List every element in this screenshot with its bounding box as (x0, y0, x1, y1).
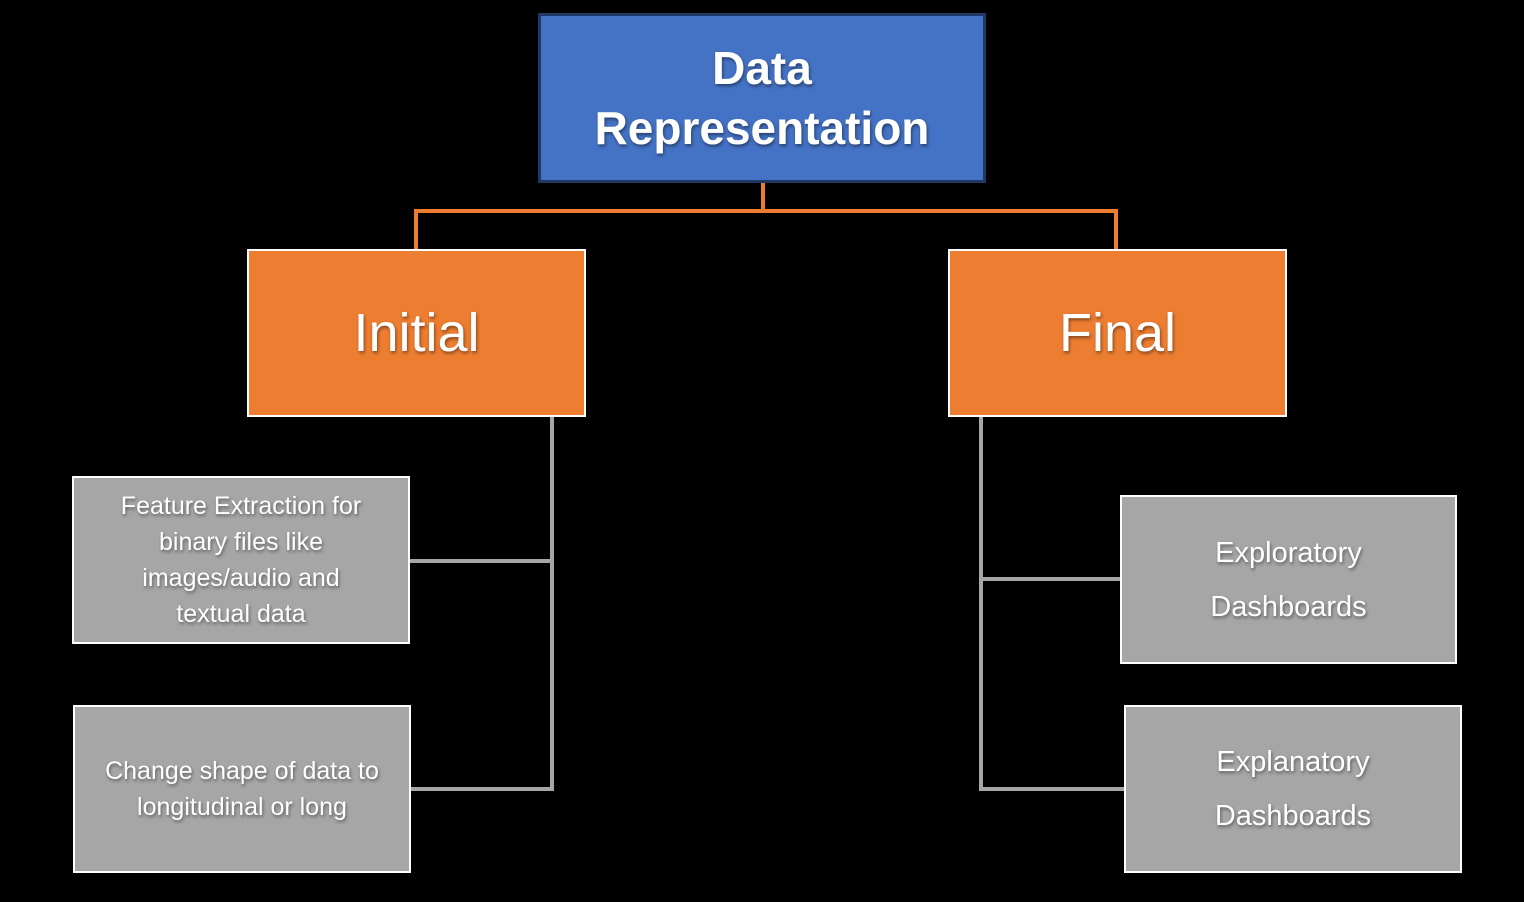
node-feature-extraction: Feature Extraction for binary files like… (72, 476, 410, 644)
connector-branch-exploratory-dashboards (979, 577, 1120, 581)
node-label-exploratory-dashboards: Exploratory Dashboards (1210, 536, 1367, 623)
connector-root-crossbar (414, 209, 1118, 213)
node-explanatory-dashboards: Explanatory Dashboards (1124, 705, 1462, 873)
node-exploratory-dashboards: Exploratory Dashboards (1120, 495, 1457, 664)
node-label-final: Final (1058, 303, 1177, 363)
connector-root-stem (761, 183, 765, 213)
connector-branch-change-shape (411, 787, 554, 791)
node-label-data-representation: Data Representation (594, 42, 930, 154)
node-label-change-shape: Change shape of data to longitudinal or … (105, 757, 379, 821)
connector-trunk-final (979, 417, 983, 791)
node-label-initial: Initial (353, 303, 480, 363)
connector-drop-initial (414, 209, 418, 249)
node-label-explanatory-dashboards: Explanatory Dashboards (1214, 746, 1372, 832)
node-change-shape: Change shape of data to longitudinal or … (73, 705, 411, 873)
connector-branch-feature-extraction (410, 559, 554, 563)
connector-drop-final (1114, 209, 1118, 249)
node-initial: Initial (247, 249, 586, 417)
node-label-feature-extraction: Feature Extraction for binary files like… (120, 492, 362, 628)
connector-trunk-initial (550, 417, 554, 791)
node-final: Final (948, 249, 1287, 417)
connector-branch-explanatory-dashboards (979, 787, 1124, 791)
node-data-representation: Data Representation (538, 13, 986, 183)
